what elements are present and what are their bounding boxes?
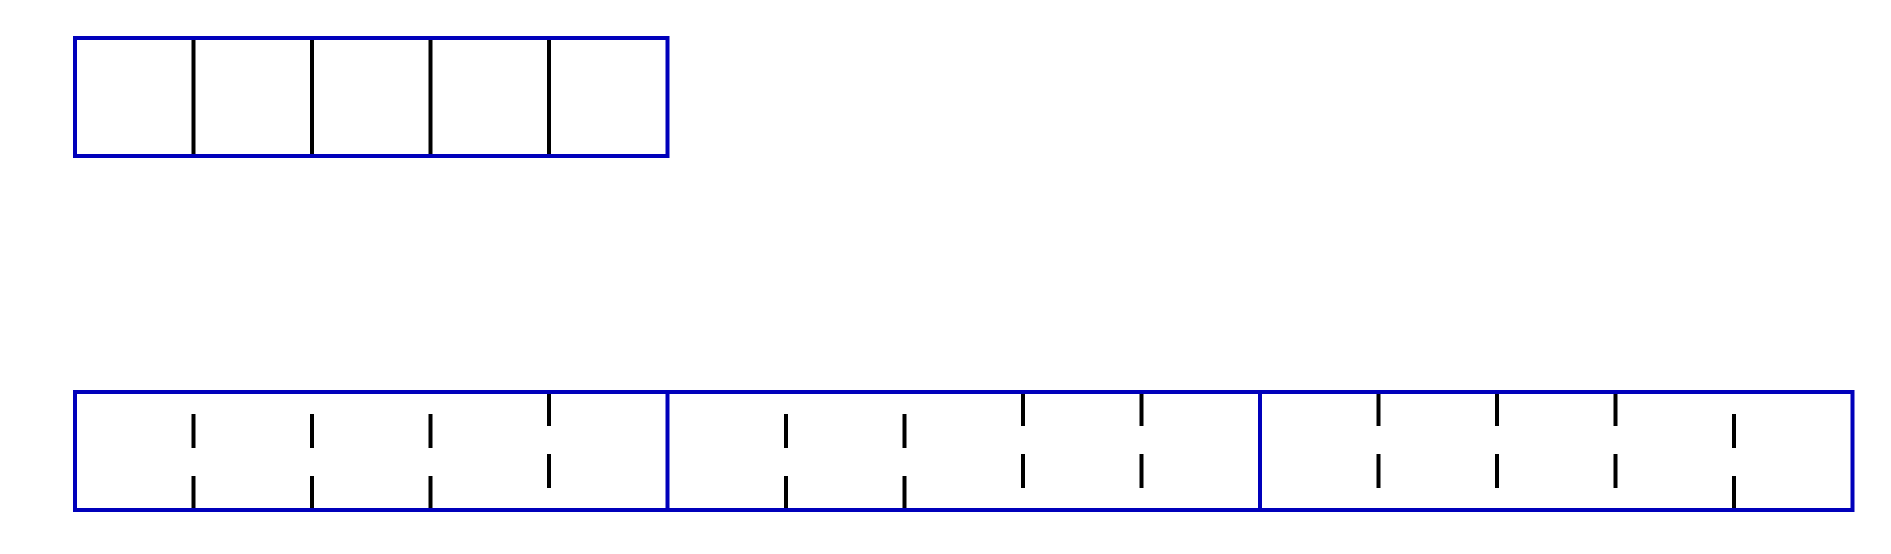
bottom-bar-frame — [73, 390, 1855, 512]
top-bar-frame — [73, 36, 670, 158]
top-bar-group — [73, 36, 670, 158]
bottom-bar-group — [73, 390, 1855, 512]
